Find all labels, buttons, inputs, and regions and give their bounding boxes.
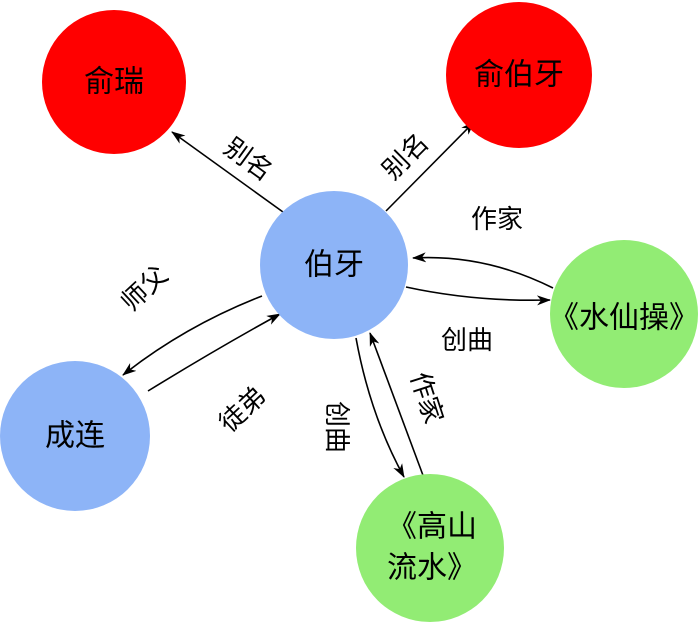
edge-label-chenglian-to-boya: 徒弟 xyxy=(214,381,273,438)
node-yurui-circle xyxy=(42,10,186,154)
edge-boya-to-chenglian xyxy=(122,295,263,376)
edge-shuixiancao-to-boya xyxy=(412,252,554,289)
node-shuixiancao: 《水仙操》 xyxy=(549,240,699,388)
edge-boya-to-yurui xyxy=(171,131,284,213)
node-chenglian: 成连 xyxy=(0,361,150,511)
node-shuixiancao-label: 《水仙操》 xyxy=(549,301,699,336)
edge-label-gaoshan-to-boya: 作家 xyxy=(404,369,449,428)
edge-label-boya-to-gaoshan: 创曲 xyxy=(321,401,351,453)
node-boya-label: 伯牙 xyxy=(304,248,364,283)
node-gaoshan: 《高山 流水》 xyxy=(356,474,504,622)
node-chenglian-label: 成连 xyxy=(45,419,105,454)
edge-label-boya-to-shuixiancao: 创曲 xyxy=(441,326,493,356)
node-gaoshan-label-line1: 《高山 xyxy=(387,510,477,545)
edge-label-boya-to-yurui: 别名 xyxy=(218,133,278,188)
edge-gaoshan-to-boya xyxy=(369,332,425,479)
node-chenglian-circle xyxy=(0,361,150,511)
edge-label-boya-to-yuboya: 别名 xyxy=(377,128,435,186)
node-yurui: 俞瑞 xyxy=(42,10,186,154)
edge-label-boya-to-chenglian: 师父 xyxy=(116,260,175,317)
edge-chenglian-to-boya xyxy=(147,313,281,392)
node-shuixiancao-circle xyxy=(550,240,698,388)
node-yuboya-circle xyxy=(446,2,592,148)
node-yuboya-label: 俞伯牙 xyxy=(474,58,564,93)
edge-label-shuixiancao-to-boya: 作家 xyxy=(471,205,523,235)
node-yurui-label: 俞瑞 xyxy=(84,65,144,100)
edge-boya-to-gaoshan xyxy=(355,337,405,478)
node-gaoshan-label-line2: 流水》 xyxy=(387,551,477,586)
edge-boya-to-shuixiancao xyxy=(405,286,551,306)
node-yuboya: 俞伯牙 xyxy=(446,2,592,148)
edges xyxy=(122,121,554,479)
node-boya-circle xyxy=(260,191,408,339)
node-gaoshan-circle xyxy=(356,474,504,622)
edge-boya-to-yuboya xyxy=(385,121,475,212)
node-boya: 伯牙 xyxy=(260,191,408,339)
